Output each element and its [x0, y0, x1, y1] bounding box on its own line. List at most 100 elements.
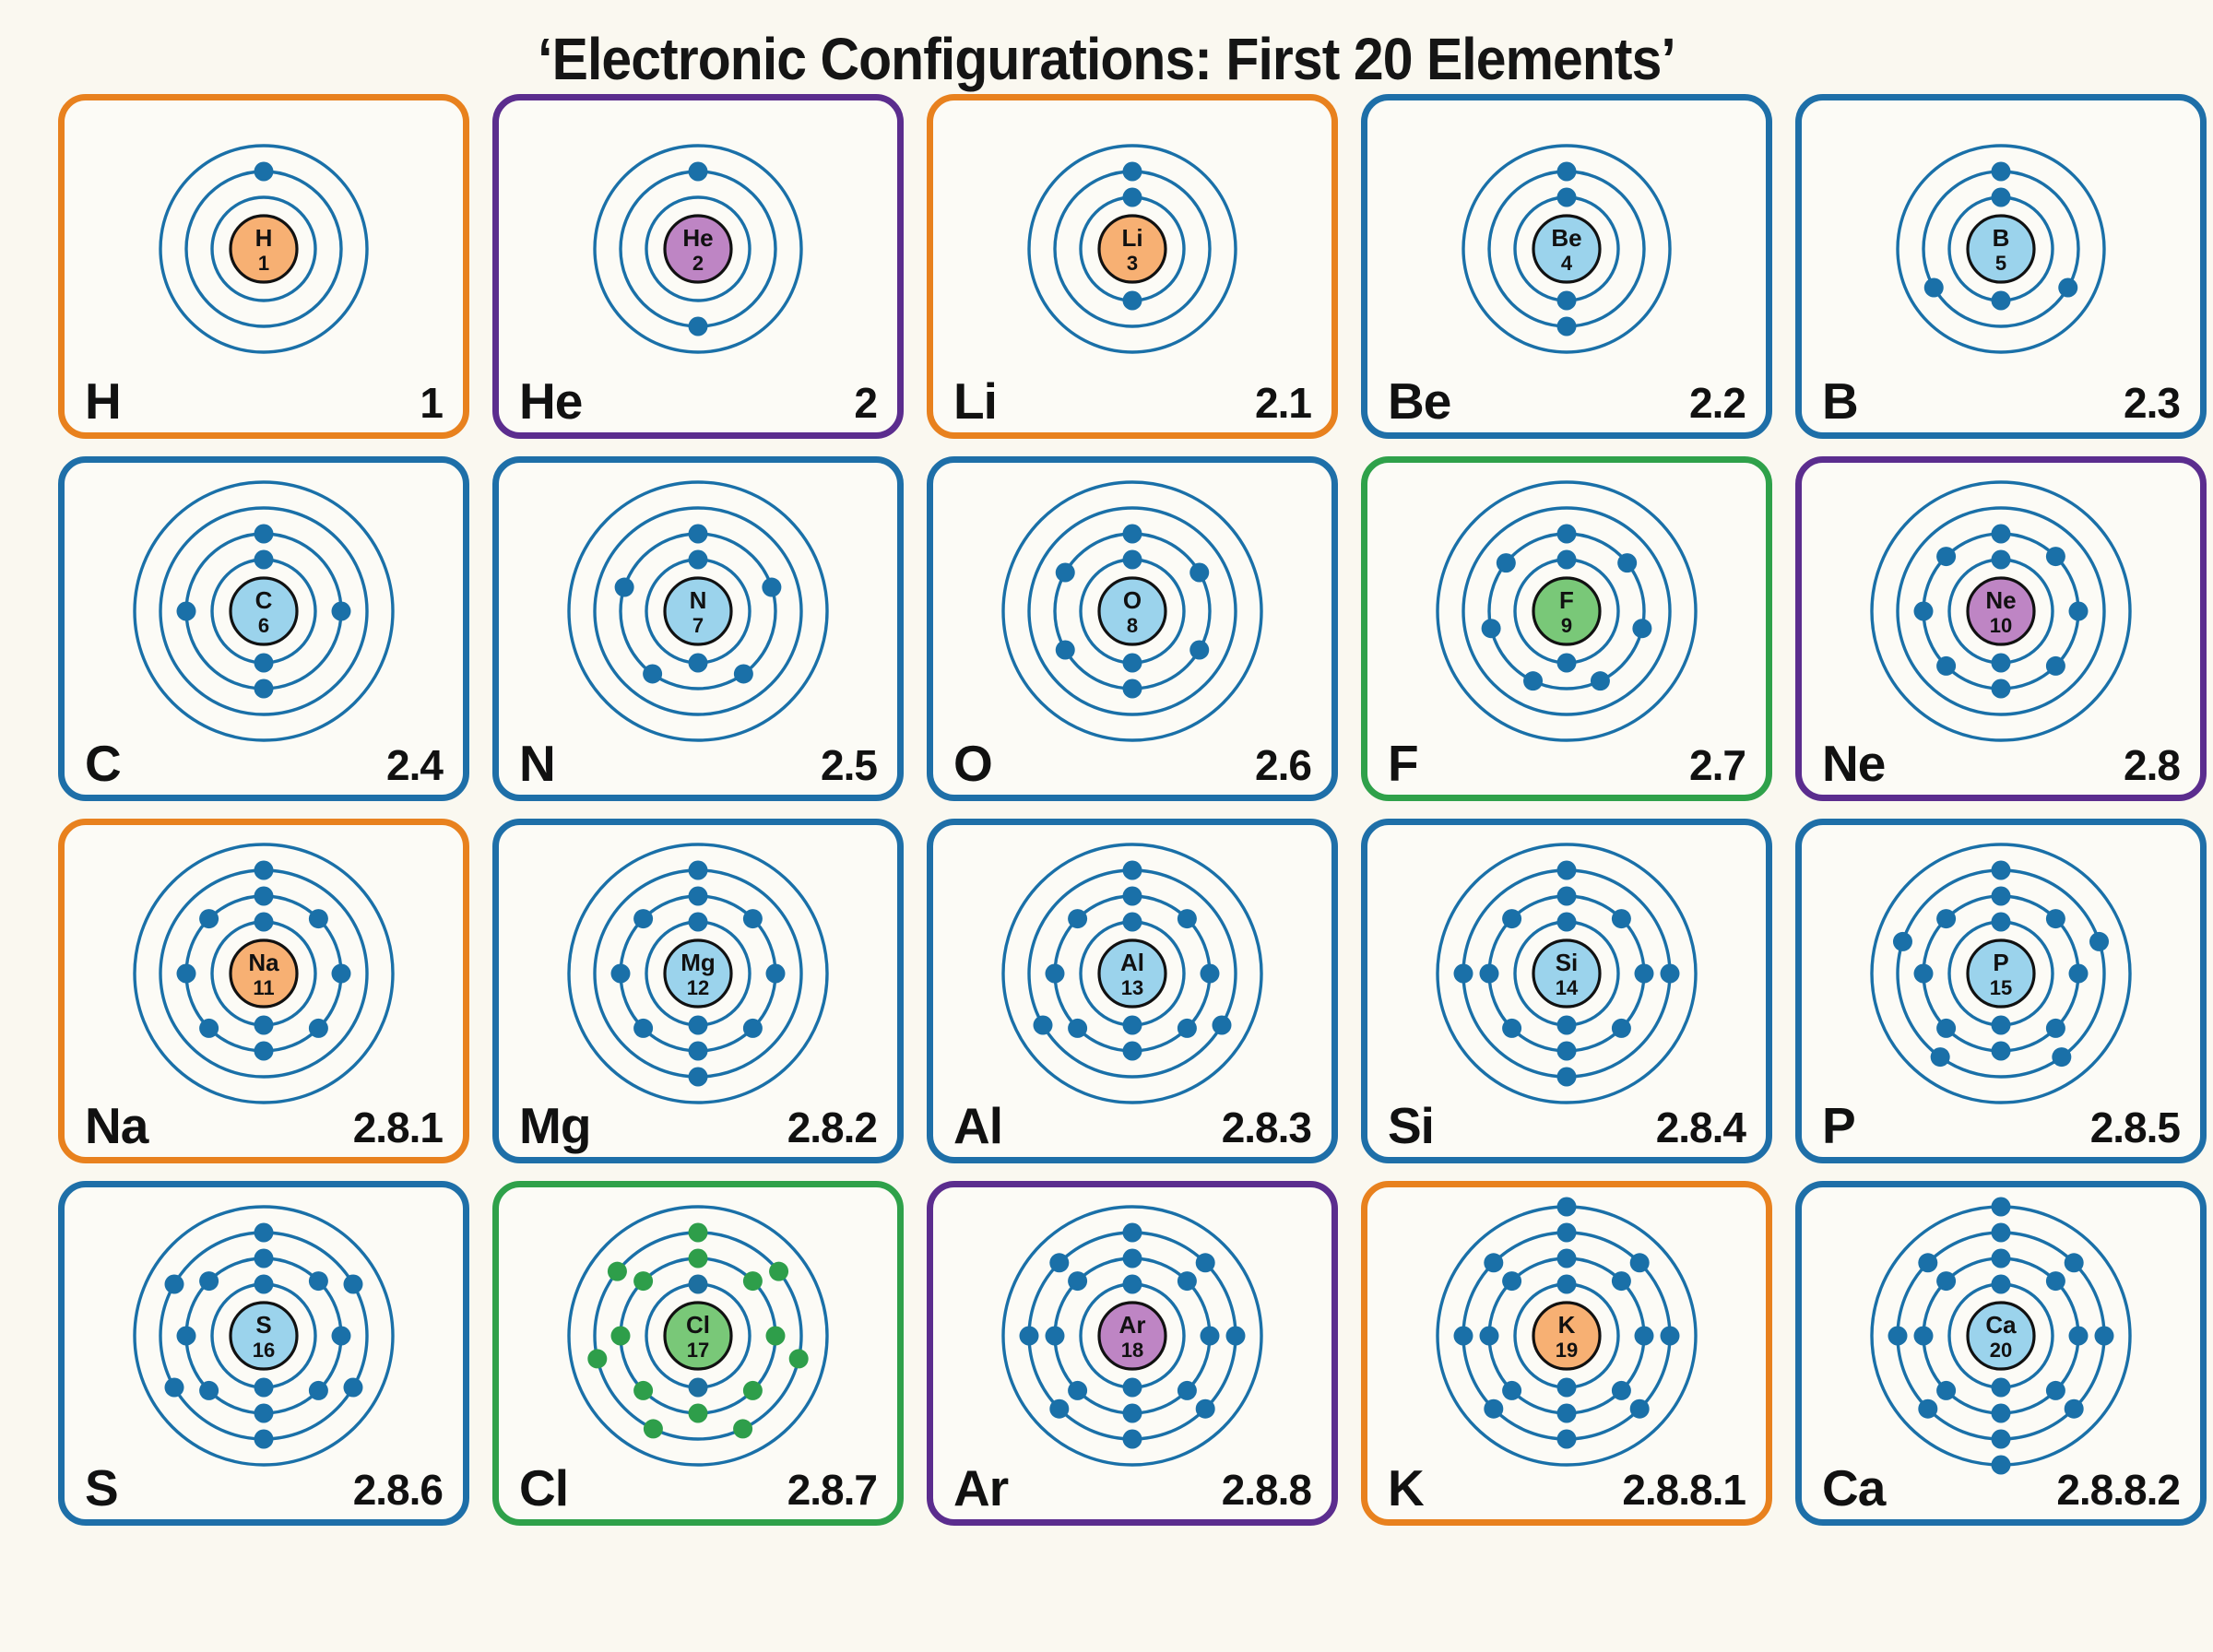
page-title: ‘Electronic Configurations: First 20 Ele…: [538, 26, 1676, 92]
electron: [688, 1274, 708, 1294]
electron: [688, 161, 708, 182]
electron: [1122, 860, 1142, 880]
electron: [308, 1271, 328, 1292]
electron: [1122, 912, 1142, 932]
nucleus: [1532, 576, 1602, 646]
electron: [1122, 1429, 1142, 1449]
orbit-ring-3: [1896, 506, 2106, 716]
electron: [1660, 963, 1680, 984]
electron-configuration: 1: [420, 379, 444, 427]
electron: [164, 1377, 184, 1398]
orbit-ring-4: [567, 1205, 829, 1467]
electron: [1122, 161, 1142, 182]
electron: [1660, 1326, 1680, 1346]
element-symbol: N: [519, 735, 556, 792]
nucleus: [1966, 1301, 2036, 1371]
electron: [2045, 547, 2065, 567]
electron: [1556, 1197, 1577, 1217]
electron: [199, 1271, 219, 1292]
electron: [1122, 524, 1142, 544]
nucleus-symbol: Ne: [1985, 586, 2016, 614]
electron: [1122, 1377, 1142, 1398]
electron: [1991, 886, 2011, 906]
electron: [1991, 1455, 2011, 1475]
electron: [1055, 562, 1075, 583]
electron: [1502, 909, 1522, 929]
orbit-ring-4: [1870, 480, 2132, 742]
electron: [587, 1349, 608, 1369]
atomic-number: 4: [1561, 252, 1573, 275]
electron: [2064, 1253, 2084, 1273]
electron: [1122, 653, 1142, 673]
electron-configuration: 2.8.6: [352, 1466, 444, 1514]
electron: [1991, 678, 2011, 699]
electron: [1049, 1398, 1070, 1419]
atomic-number: 8: [1127, 614, 1138, 637]
electron: [343, 1274, 363, 1294]
nucleus-symbol: He: [682, 224, 713, 252]
electron: [1556, 1248, 1577, 1268]
electron: [1556, 290, 1577, 311]
electron: [1479, 963, 1499, 984]
nucleus-symbol: Al: [1120, 949, 1144, 976]
electron-configuration: 2: [854, 379, 878, 427]
electron: [1523, 671, 1544, 691]
electron: [1936, 909, 1957, 929]
element-symbol: Ca: [1822, 1459, 1886, 1516]
electron: [1634, 963, 1654, 984]
element-symbol: B: [1822, 372, 1859, 430]
electron: [1484, 1253, 1504, 1273]
nucleus-symbol: Li: [1121, 224, 1142, 252]
orbit-ring-4: [1870, 843, 2132, 1104]
electron: [1122, 678, 1142, 699]
electron: [331, 601, 351, 621]
nucleus: [663, 1301, 733, 1371]
electron: [2089, 931, 2110, 951]
element-symbol: Be: [1388, 372, 1451, 430]
nucleus-symbol: Na: [248, 949, 279, 976]
electron: [1888, 1326, 1908, 1346]
orbit-ring-3: [159, 144, 369, 354]
electron: [1991, 161, 2011, 182]
electron: [1189, 640, 1210, 660]
electron-configuration: 2.8.7: [787, 1466, 878, 1514]
electron: [1991, 524, 2011, 544]
electron: [1122, 1248, 1142, 1268]
electron: [1556, 1222, 1577, 1243]
element-symbol: Cl: [519, 1459, 569, 1516]
electron: [633, 909, 654, 929]
element-symbol: P: [1822, 1097, 1856, 1154]
electron: [1068, 909, 1088, 929]
nucleus: [1532, 214, 1602, 284]
electron: [1556, 653, 1577, 673]
atomic-number: 13: [1121, 976, 1143, 999]
element-symbol: Al: [953, 1097, 1003, 1154]
orbit-ring-3: [593, 506, 803, 716]
nucleus: [1097, 938, 1167, 1009]
